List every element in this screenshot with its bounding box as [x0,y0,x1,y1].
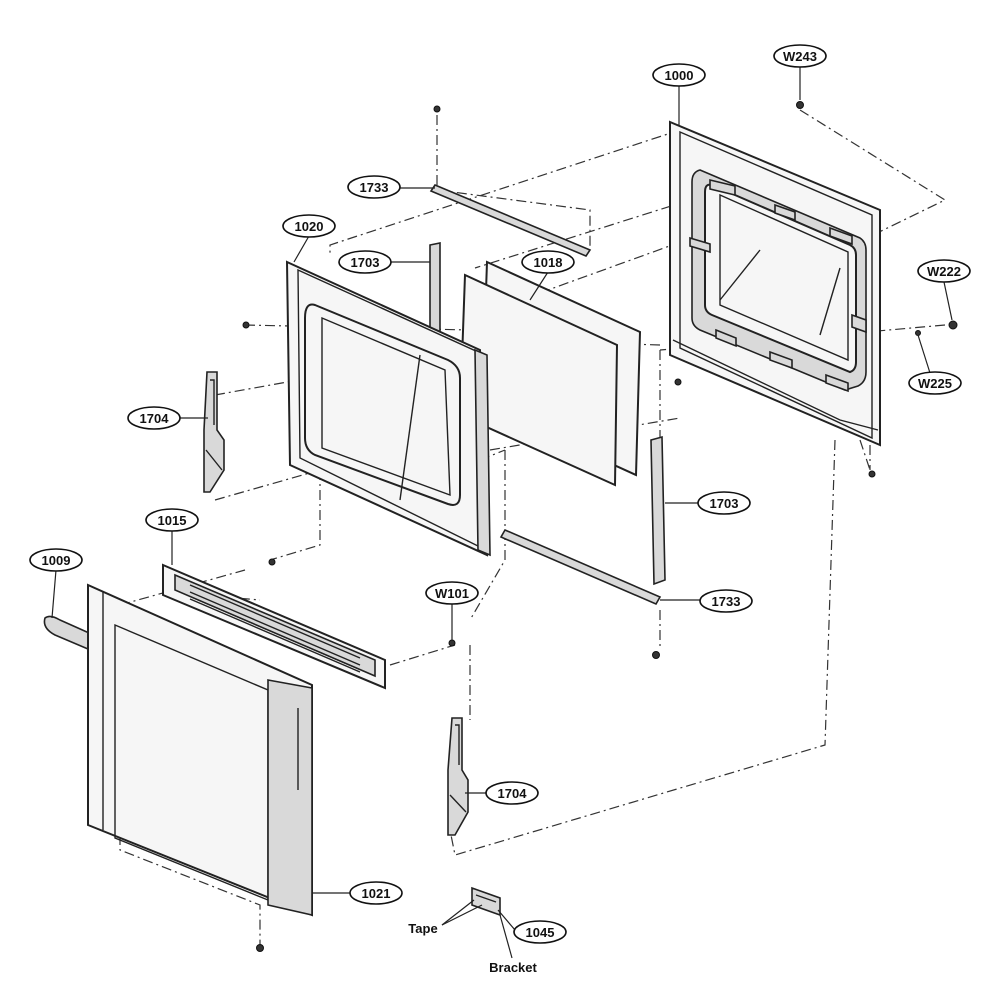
hinge-1704-lower [447,717,469,836]
callout-label: 1733 [712,594,741,609]
callout-label: W225 [918,376,952,391]
callout-1733-top: 1733 [347,175,401,199]
bracket-1045 [471,886,501,917]
callout-1009: 1009 [29,548,83,572]
callout-1703-lower: 1703 [697,491,751,515]
callout-label: 1703 [351,255,380,270]
hinge-1704-upper [203,371,225,493]
callout-label: 1733 [360,180,389,195]
callout-label: W101 [435,586,469,601]
callout-label: 1015 [158,513,187,528]
leader-lines [51,66,953,959]
glass-panel-1018 [458,260,642,487]
callout-label: 1703 [710,496,739,511]
vent-bracket-1015 [162,558,456,690]
callout-1704-upper: 1704 [127,406,181,430]
callout-label: 1704 [498,786,528,801]
callout-1704-lower: 1704 [485,781,539,805]
top-spacer-bar-1733 [429,105,592,257]
callout-1021: 1021 [349,881,403,905]
callout-1018: 1018 [521,250,575,274]
callout-label: W243 [783,49,817,64]
middle-door-frame-1020 [242,260,491,557]
callout-1733-lower: 1733 [699,589,753,613]
callout-w225: W225 [908,371,962,395]
screws [674,101,958,478]
bracket-label: Bracket [489,960,537,975]
callout-label: 1009 [42,553,71,568]
callout-1000: 1000 [652,63,706,87]
callout-1015: 1015 [145,508,199,532]
callout-1020: 1020 [282,214,336,238]
callout-label: 1018 [534,255,563,270]
callout-w222: W222 [917,259,971,283]
callout-w101: W101 [425,581,479,605]
vertical-spacer-1703-lower [650,435,666,586]
callout-label: 1045 [526,925,555,940]
callout-1703-upper: 1703 [338,250,392,274]
callout-label: 1000 [665,68,694,83]
bottom-spacer-bar-1733 [499,528,662,659]
callout-w243: W243 [773,44,827,68]
callout-1045: 1045 [513,920,567,944]
outer-door-panel-1021 [87,583,313,952]
inner-door-frame-1000 [669,120,881,447]
callout-label: 1021 [362,886,391,901]
tape-label: Tape [408,921,437,936]
callout-label: 1704 [140,411,170,426]
callout-label: W222 [927,264,961,279]
callout-label: 1020 [295,219,324,234]
